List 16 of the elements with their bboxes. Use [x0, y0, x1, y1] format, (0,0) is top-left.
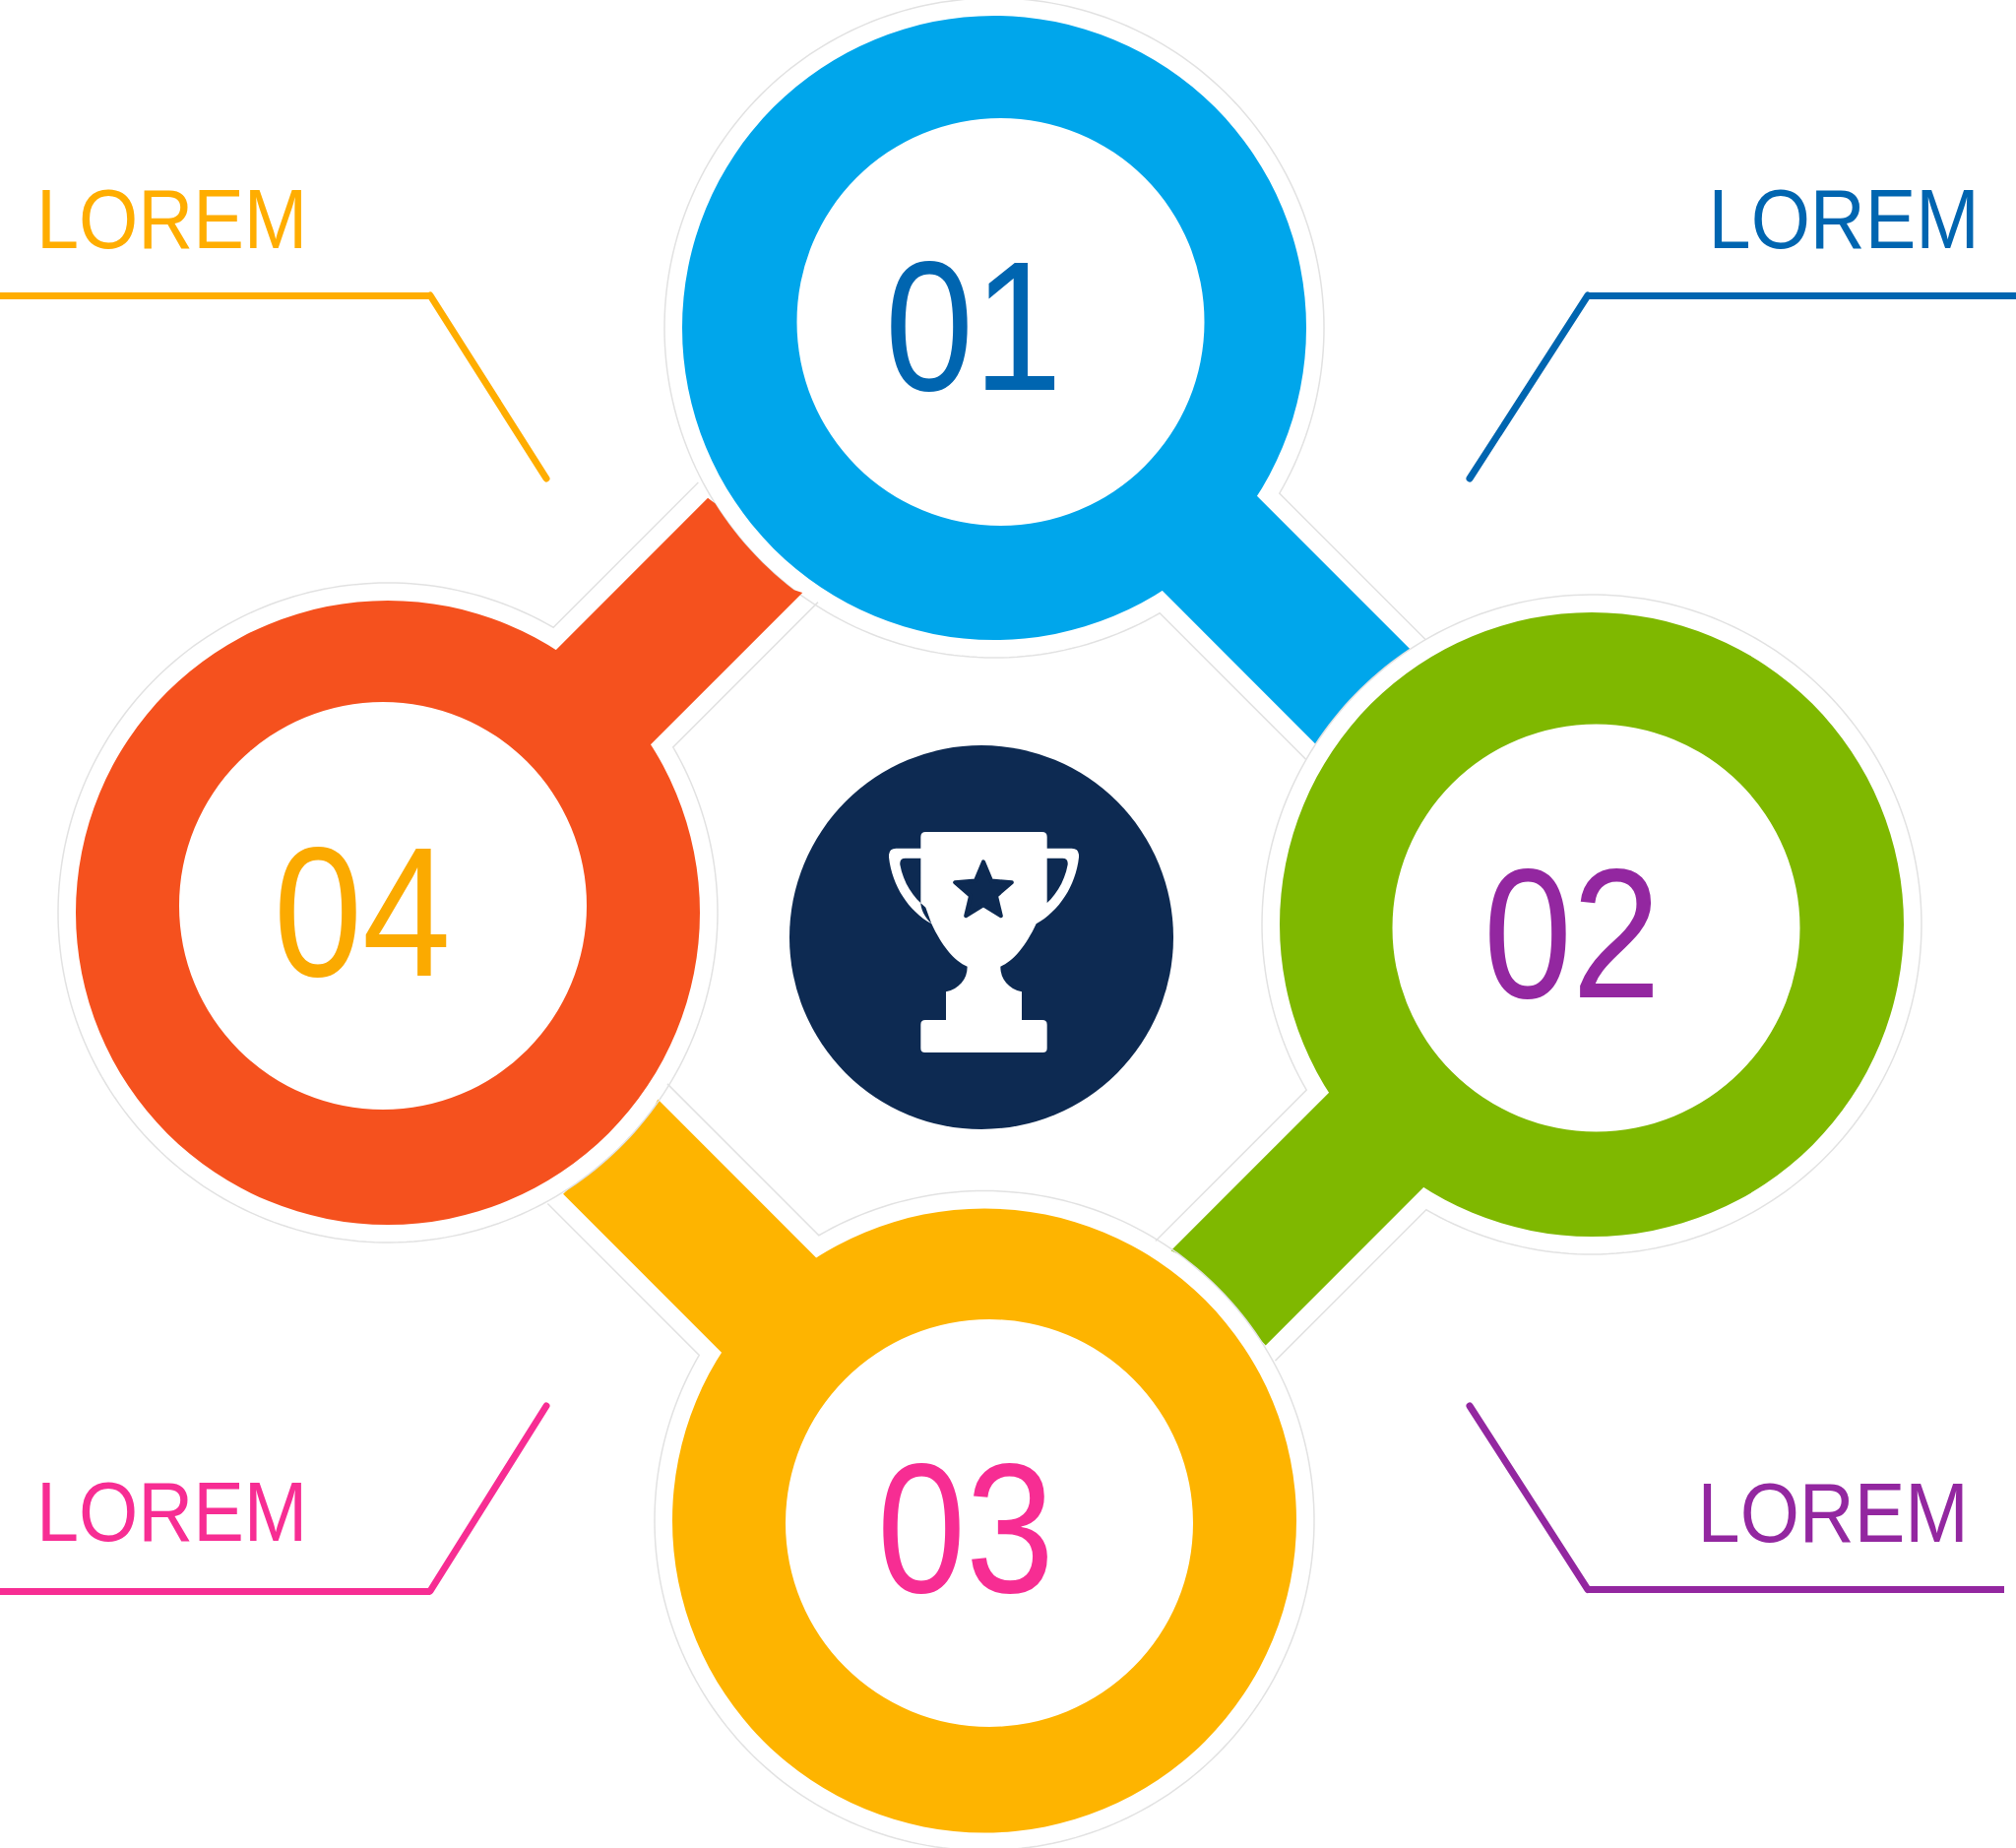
- magnifier-shape: [663, 0, 1427, 761]
- step-number: 01: [885, 233, 1062, 418]
- magnifier-shape: [546, 1082, 1315, 1848]
- step-number: 04: [274, 819, 451, 1004]
- step-number: 03: [877, 1435, 1054, 1621]
- magnifier-shape: [57, 481, 819, 1243]
- callout-label: LOREM: [36, 1469, 308, 1554]
- leader-line: [1466, 1402, 1592, 1593]
- step-number: 02: [1483, 841, 1661, 1026]
- callout-label: LOREM: [36, 176, 308, 261]
- leader-line: [426, 291, 550, 482]
- callout-label: LOREM: [1708, 176, 1980, 261]
- leader-line: [426, 1402, 550, 1595]
- callout-label: LOREM: [1697, 1470, 1969, 1555]
- leader-line: [1466, 291, 1592, 482]
- magnifier-shape: [1154, 594, 1922, 1363]
